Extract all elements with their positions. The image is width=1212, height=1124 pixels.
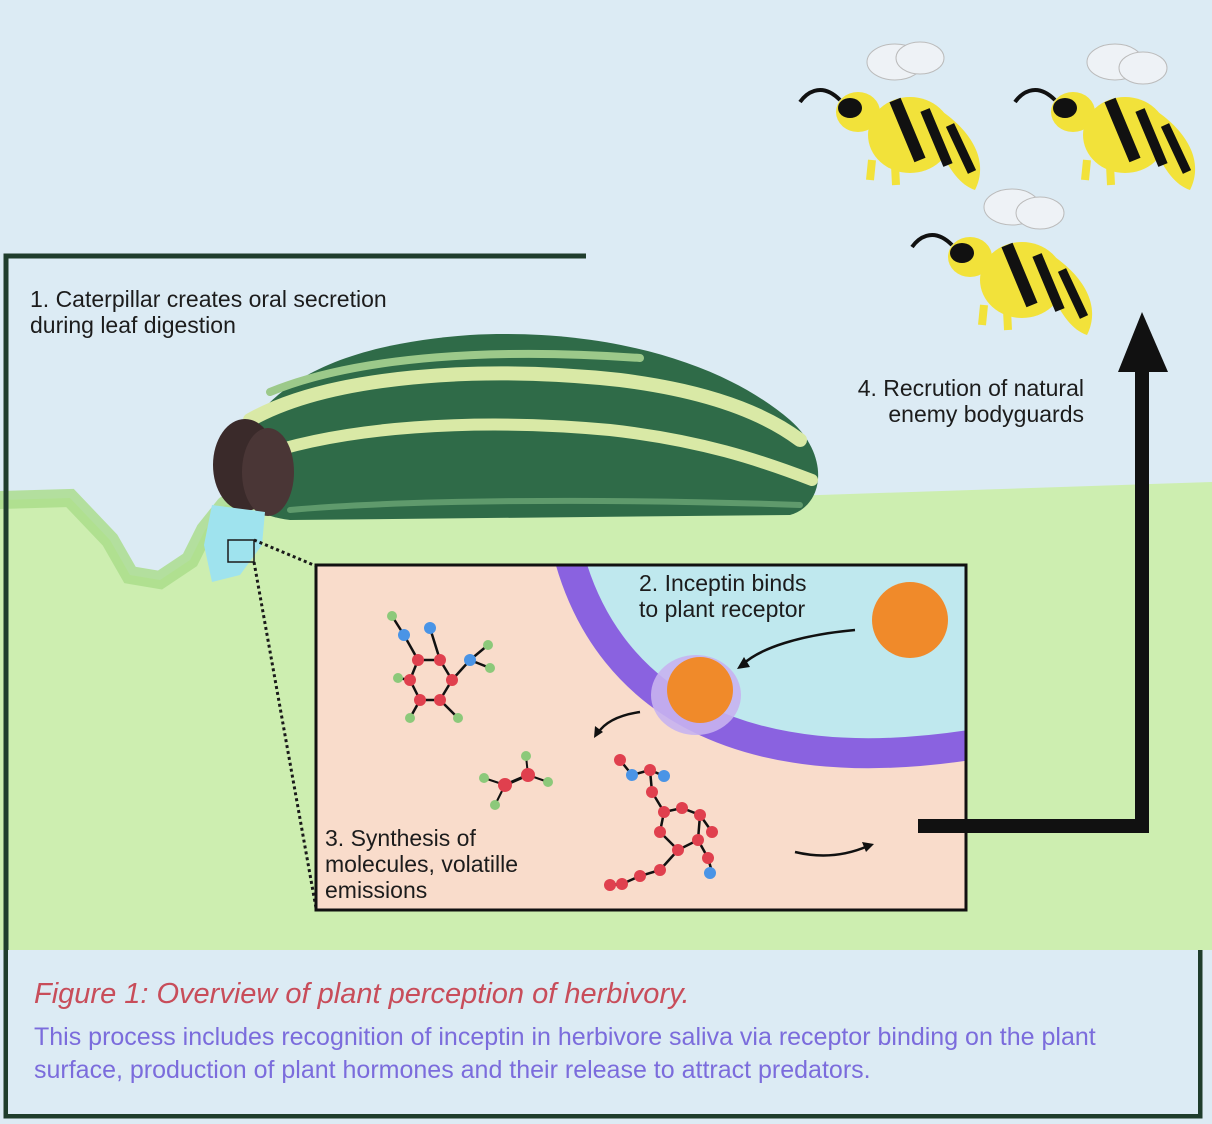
step-2-label: 2. Inceptin binds to plant receptor xyxy=(639,570,807,622)
molecule-chain-atoms xyxy=(604,754,718,891)
wasp-1 xyxy=(798,41,981,190)
zoom-line-top xyxy=(253,538,317,568)
binding-arrow xyxy=(741,628,856,666)
cell-zoom-panel xyxy=(314,563,968,912)
caterpillar xyxy=(231,334,819,520)
recruitment-arrow xyxy=(918,370,1149,833)
figure-caption-title: Figure 1: Overview of plant perception o… xyxy=(34,978,690,1010)
zoom-source-box xyxy=(227,539,255,563)
figure-frame xyxy=(3,253,1203,1119)
caption-panel xyxy=(8,950,1198,1114)
binding-arrowhead xyxy=(737,657,750,669)
oral-secretion xyxy=(204,505,265,582)
caterpillar-head xyxy=(213,419,294,516)
recruitment-arrowhead xyxy=(1118,312,1168,372)
figure-caption-body: This process includes recognition of inc… xyxy=(34,1023,1096,1084)
signal-arrowhead xyxy=(594,726,603,738)
molecule-ethylene xyxy=(479,751,553,810)
step-1-label: 1. Caterpillar creates oral secretion du… xyxy=(30,286,387,338)
leaf-bite-edge xyxy=(0,488,234,590)
zoom-line-bottom xyxy=(252,561,318,909)
molecule-ring-atoms xyxy=(387,611,495,723)
panel-border xyxy=(314,563,968,912)
bound-inceptin xyxy=(667,657,733,723)
step-4-label: 4. Recrution of natural enemy bodyguards xyxy=(857,375,1084,427)
wasp-2 xyxy=(1013,43,1196,190)
emission-arrowhead xyxy=(862,842,874,852)
free-inceptin xyxy=(872,582,948,658)
wasp-3 xyxy=(910,188,1093,335)
emission-arrow xyxy=(794,844,869,857)
step-3-label: 3. Synthesis of molecules, volatille emi… xyxy=(325,825,519,903)
cell-exterior xyxy=(560,565,966,744)
